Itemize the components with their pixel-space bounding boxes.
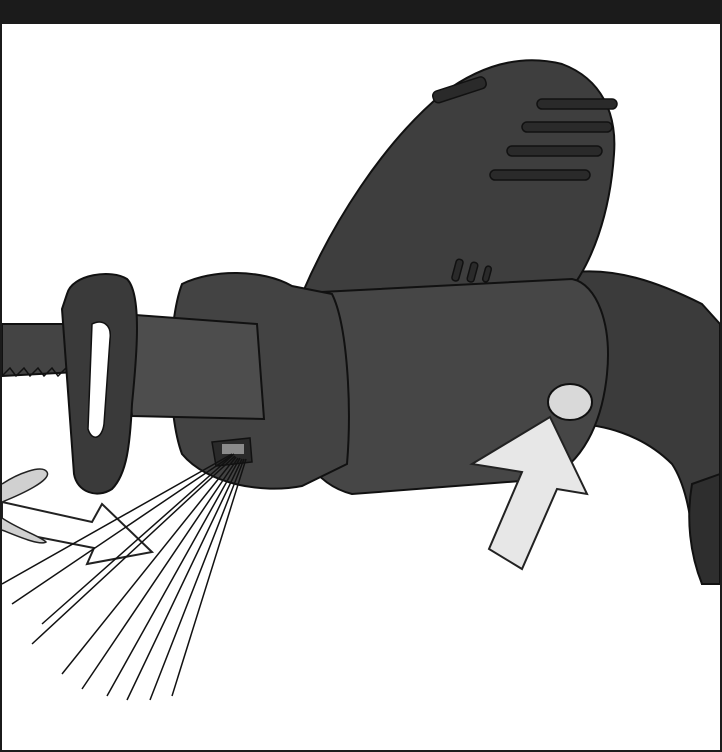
- saw-body-icon: [122, 60, 720, 584]
- lock-button-icon: [548, 384, 592, 420]
- header-bar: [0, 0, 722, 24]
- saw-illustration: [2, 24, 720, 750]
- shoe-guard-icon: [62, 274, 137, 494]
- motion-lines-icon: [2, 454, 246, 700]
